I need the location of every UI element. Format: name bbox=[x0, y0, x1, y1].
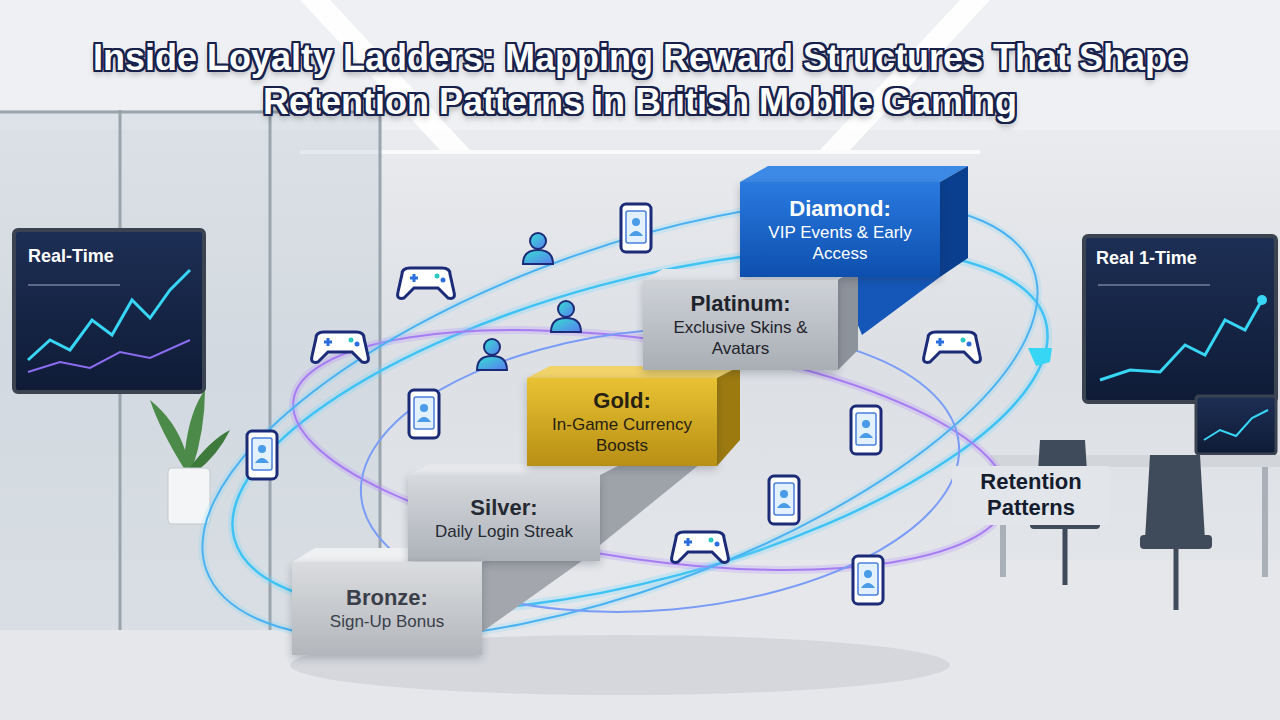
right-monitor bbox=[1084, 236, 1276, 402]
diagram-title: Inside Loyalty Ladders: Mapping Reward S… bbox=[20, 36, 1260, 124]
plant bbox=[150, 390, 205, 470]
tier-step: Bronze:Sign-Up Bonus bbox=[292, 562, 482, 655]
right-monitor bbox=[1084, 236, 1276, 402]
gamepad-icons bbox=[312, 332, 369, 362]
left-monitor bbox=[14, 230, 204, 392]
retention-label: Retention Patterns bbox=[952, 466, 1110, 525]
desk-and-chairs bbox=[1204, 410, 1268, 440]
screen-label: Real 1-Time bbox=[1096, 248, 1266, 270]
player-icons bbox=[551, 301, 581, 332]
tier-reward: Exclusive Skins & Avatars bbox=[653, 317, 828, 359]
tier-reward: In-Game Currency Boosts bbox=[537, 414, 707, 456]
glow-orbits bbox=[148, 110, 1091, 720]
glow-orbits bbox=[148, 110, 1091, 720]
tier-reward: VIP Events & Early Access bbox=[750, 222, 930, 264]
desk-and-chairs bbox=[1196, 396, 1276, 454]
tier-name: Platinum: bbox=[690, 291, 790, 317]
step-faces bbox=[740, 166, 968, 182]
glass-partition bbox=[269, 110, 272, 630]
left-monitor bbox=[28, 284, 120, 286]
left-monitor bbox=[14, 230, 204, 392]
step-faces bbox=[717, 366, 740, 466]
phone-icons bbox=[409, 390, 439, 438]
screen-label: Real-Time bbox=[28, 246, 188, 268]
step-faces bbox=[940, 166, 968, 277]
tier-name: Diamond: bbox=[789, 196, 890, 222]
plant bbox=[168, 468, 210, 524]
desk-and-chairs bbox=[1140, 535, 1212, 549]
gamepad-icons bbox=[672, 532, 729, 562]
step-faces bbox=[838, 269, 858, 370]
desk-and-chairs bbox=[1262, 467, 1268, 577]
desk-and-chairs bbox=[1063, 529, 1068, 585]
gamepad-icons bbox=[398, 268, 455, 298]
desk-and-chairs bbox=[1145, 455, 1205, 540]
tier-name: Bronze: bbox=[346, 585, 428, 611]
player-icons bbox=[523, 233, 553, 264]
tier-reward: Sign-Up Bonus bbox=[330, 611, 444, 632]
player-icons bbox=[477, 233, 581, 370]
glow-orbits bbox=[148, 110, 1091, 720]
phone-icons bbox=[853, 556, 883, 604]
right-monitor bbox=[1100, 300, 1262, 380]
left-monitor bbox=[28, 270, 190, 360]
room-background bbox=[300, 150, 980, 154]
tier-step: Gold:In-Game Currency Boosts bbox=[527, 378, 717, 466]
player-icons bbox=[477, 339, 507, 370]
tier-step: Diamond:VIP Events & Early Access bbox=[740, 182, 940, 277]
phone-icons bbox=[621, 204, 651, 252]
tier-name: Gold: bbox=[593, 388, 650, 414]
gamepad-icons bbox=[312, 268, 981, 562]
gamepad-icons bbox=[924, 332, 981, 362]
chat-icon bbox=[1028, 348, 1052, 366]
tier-reward: Daily Login Streak bbox=[435, 521, 573, 542]
right-monitor bbox=[1257, 295, 1267, 305]
plant bbox=[150, 390, 230, 524]
plant bbox=[188, 430, 230, 472]
tier-step: Silver:Daily Login Streak bbox=[408, 475, 600, 561]
phone-icons bbox=[769, 476, 799, 524]
tier-step: Platinum:Exclusive Skins & Avatars bbox=[643, 280, 838, 370]
right-monitor bbox=[1098, 284, 1210, 286]
desk-and-chairs bbox=[1174, 549, 1179, 610]
phone-icons bbox=[247, 431, 277, 479]
tier-name: Silver: bbox=[470, 495, 537, 521]
room-background bbox=[0, 0, 1280, 130]
chat-icon bbox=[1028, 348, 1052, 366]
left-monitor bbox=[28, 340, 190, 372]
phone-icons bbox=[851, 406, 881, 454]
